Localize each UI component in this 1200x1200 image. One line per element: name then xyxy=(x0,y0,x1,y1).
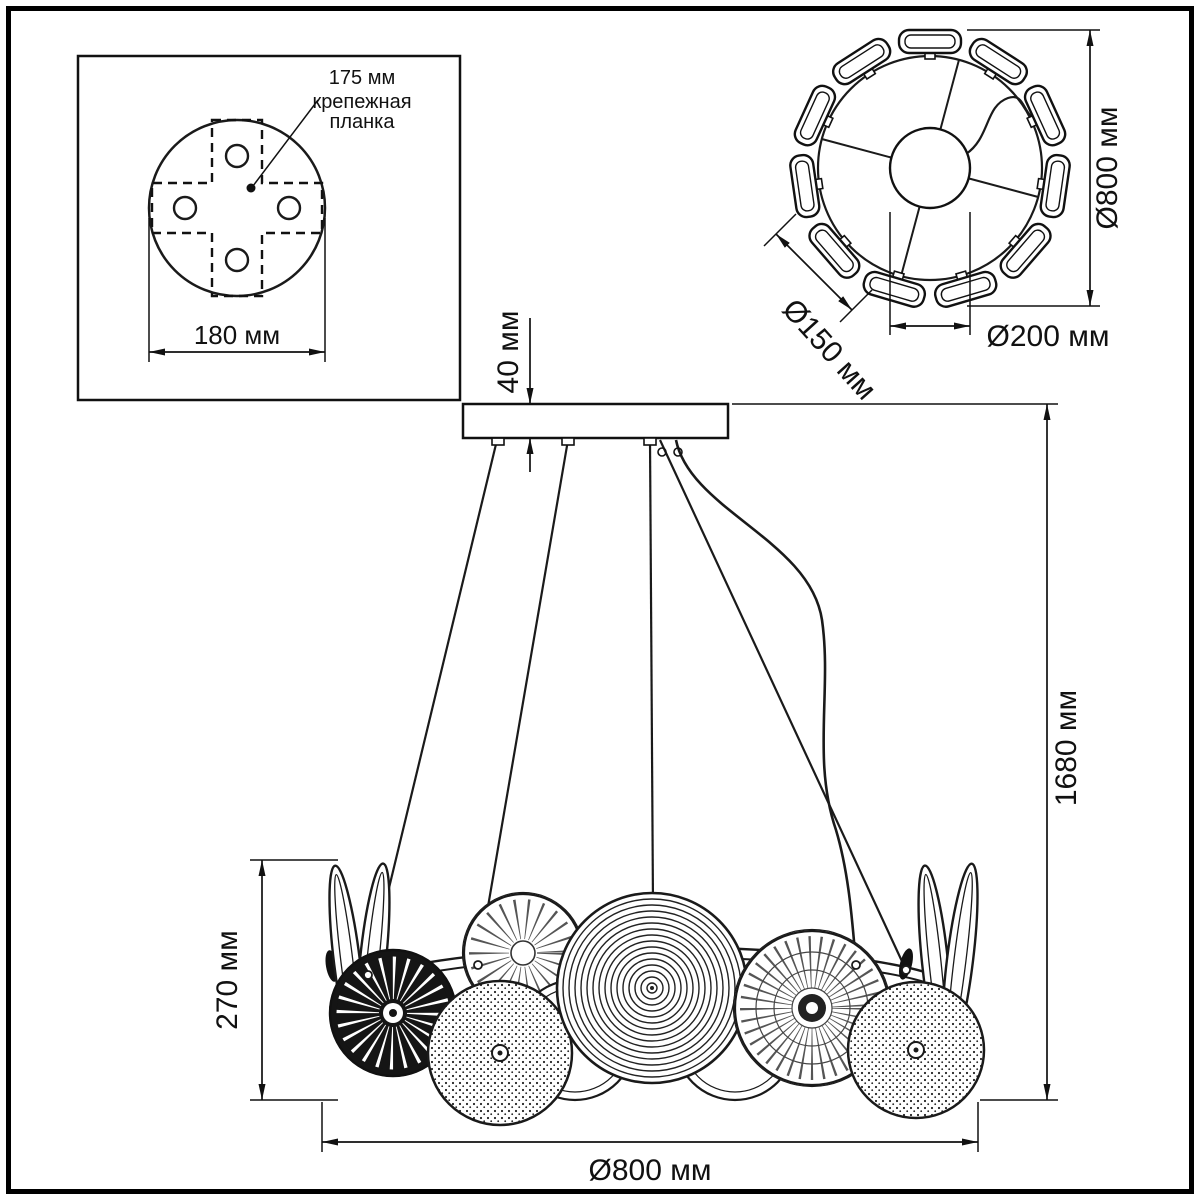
disc-starburst xyxy=(328,948,458,1078)
mounting-plate-inset: 175 мм крепежная планка 180 мм xyxy=(76,54,462,402)
bracket-dashed-outline xyxy=(150,118,324,298)
dim-canopy-height: 40 мм xyxy=(463,311,534,472)
drawing-frame xyxy=(6,6,1194,1194)
inset-box xyxy=(76,54,462,402)
suspension-height-label: 1680 мм xyxy=(1050,690,1083,806)
top-view-hub xyxy=(888,126,972,210)
dim-hub-diameter: Ø200 мм xyxy=(889,212,1110,353)
cord-grommet-1 xyxy=(657,447,667,457)
hub-diameter-label: Ø200 мм xyxy=(987,320,1110,353)
top-outer-diameter-label: Ø800 мм xyxy=(1091,107,1124,230)
disc-concentric xyxy=(555,891,749,1085)
top-view-cord xyxy=(965,95,1039,155)
dim-body-height: 270 мм xyxy=(211,859,338,1101)
mount-hole-left xyxy=(172,195,198,221)
suspension-cable-3 xyxy=(648,439,655,906)
top-view-spokes xyxy=(821,59,1039,277)
bracket-label-line1: крепежная xyxy=(312,91,411,113)
dim-top-outer-diameter: Ø800 мм xyxy=(967,29,1124,307)
mount-hole-right xyxy=(276,195,302,221)
body-diameter-label: Ø800 мм xyxy=(589,1154,712,1187)
body-height-label: 270 мм xyxy=(211,930,244,1030)
plate-circle xyxy=(147,118,327,298)
dim-plate-width: 180 мм xyxy=(148,218,326,362)
side-view: 40 мм 1680 мм 270 мм Ø800 мм xyxy=(211,311,1083,1187)
disc-stippled-left xyxy=(426,979,574,1127)
leader-line xyxy=(252,99,319,187)
disc-diameter-label: Ø150 мм xyxy=(776,293,883,406)
offset-label: 175 мм xyxy=(329,67,395,89)
plate-width-label: 180 мм xyxy=(194,320,280,350)
disc-stippled-right xyxy=(846,980,986,1120)
cable-loops xyxy=(363,960,911,980)
dim-body-diameter: Ø800 мм xyxy=(321,1102,979,1187)
cord-grommet-2 xyxy=(673,447,683,457)
canopy xyxy=(461,402,730,457)
mount-hole-bottom xyxy=(224,247,250,273)
suspension-cables xyxy=(366,439,907,976)
suspension-cable-2 xyxy=(476,439,570,966)
power-cord xyxy=(674,439,858,966)
suspension-cable-4 xyxy=(659,439,907,971)
mount-hole-top xyxy=(224,143,250,169)
canopy-height-label: 40 мм xyxy=(492,311,525,394)
dim-suspension-height: 1680 мм xyxy=(732,403,1083,1101)
bracket-label-line2: планка xyxy=(330,111,396,133)
top-view: Ø800 мм Ø150 мм Ø200 мм xyxy=(763,28,1124,406)
